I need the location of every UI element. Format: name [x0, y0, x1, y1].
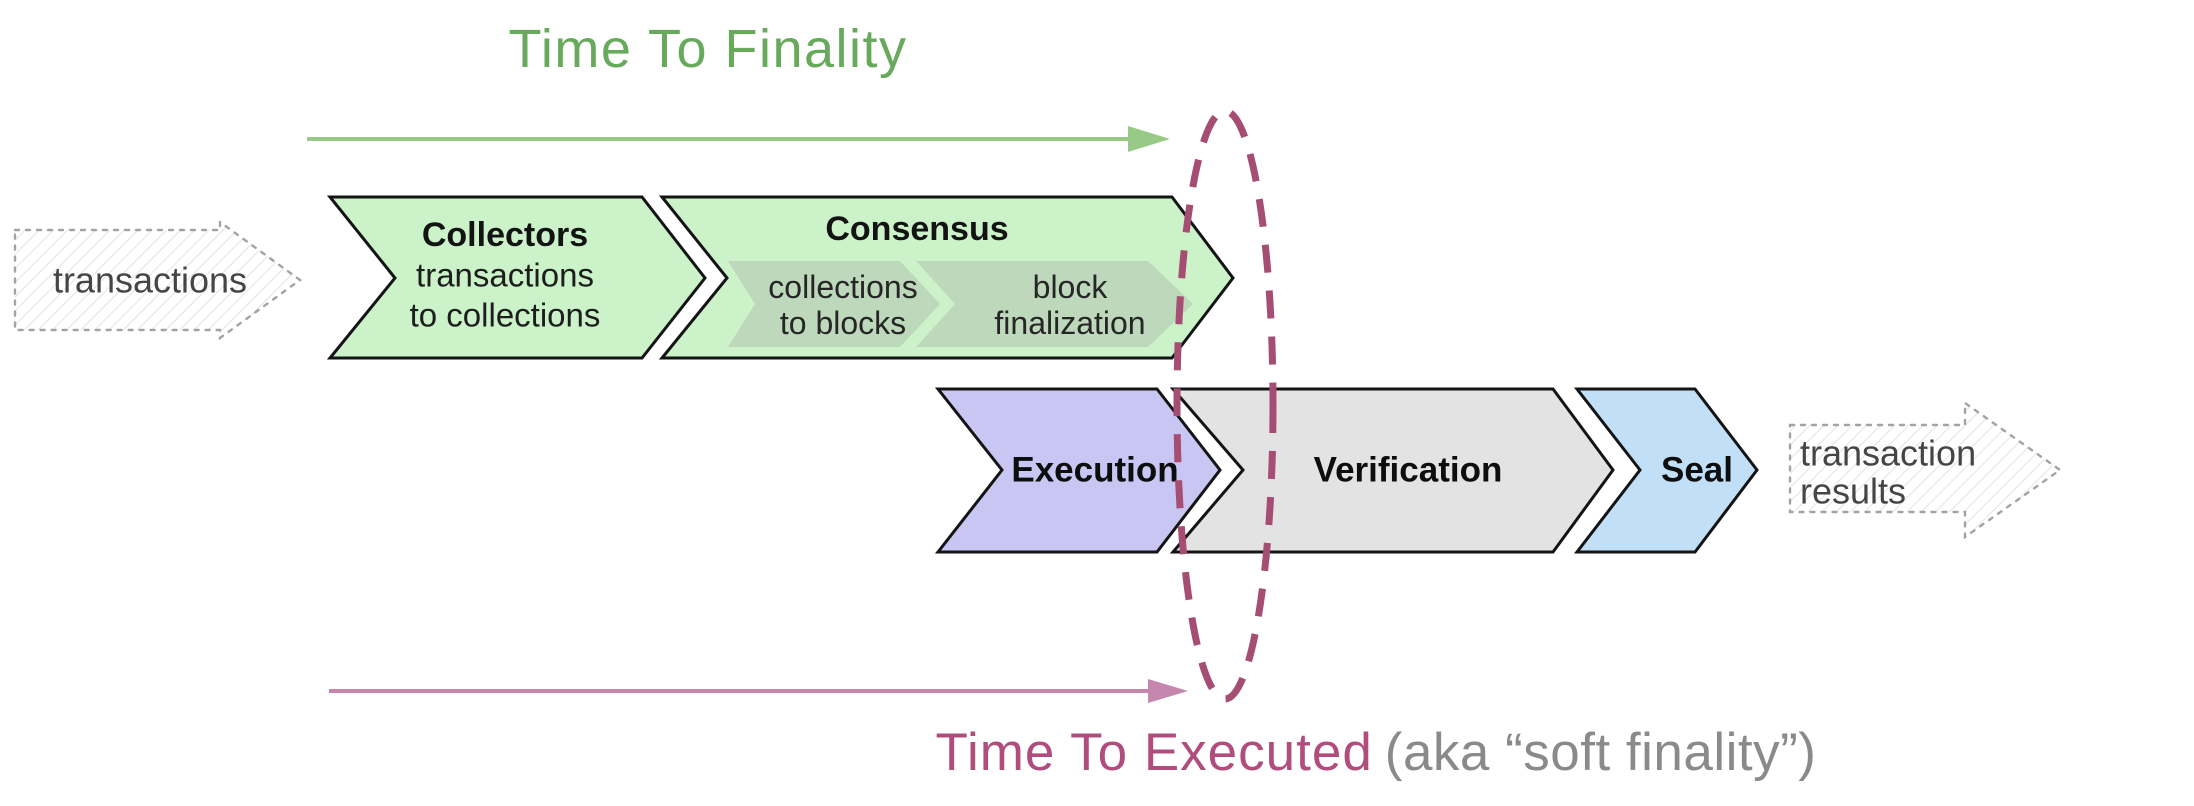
time-to-executed-text: Time To Executed [935, 723, 1373, 782]
verification-shape [1169, 387, 1615, 554]
consensus-title: Consensus [825, 210, 1008, 248]
seal-shape [1573, 387, 1759, 554]
execution-chevron: Execution [934, 387, 1222, 554]
seal-chevron: Seal [1573, 387, 1759, 554]
results-arrow-shape [1788, 400, 2063, 540]
collectors-title: Collectors [422, 216, 588, 254]
time-to-executed-title: Time To Executed(aka “soft finality”) [936, 722, 1817, 783]
substep2-line1: block [1033, 269, 1109, 305]
soft-finality-ellipse [1173, 107, 1277, 703]
transactions-arrow-shape [13, 219, 303, 341]
substep1-line1: collections [768, 269, 917, 305]
transactions-label: transactions [53, 260, 247, 301]
consensus-substep-collections-to-blocks: collections to blocks [728, 261, 940, 347]
input-transactions-arrow: transactions [13, 219, 303, 341]
execution-title: Execution [1011, 451, 1178, 490]
executed-arrowhead-icon [1148, 679, 1188, 703]
finality-arrowhead-icon [1128, 126, 1170, 152]
consensus-substep-block-finalization: block finalization [916, 261, 1193, 347]
collectors-chevron: Collectors transactions to collections [326, 195, 707, 360]
collectors-subtitle-line1: transactions [416, 257, 594, 294]
collectors-shape [326, 195, 707, 360]
execution-shape [934, 387, 1222, 554]
substep2-line2: finalization [994, 305, 1145, 341]
verification-title: Verification [1314, 451, 1503, 490]
seal-title: Seal [1661, 451, 1733, 490]
verification-chevron: Verification [1169, 387, 1615, 554]
finality-arrow [307, 126, 1170, 152]
executed-arrow [329, 679, 1188, 703]
soft-finality-suffix: (aka “soft finality”) [1384, 723, 1817, 782]
time-to-finality-title: Time To Finality [508, 19, 908, 79]
substep1-line2: to blocks [780, 305, 906, 341]
consensus-chevron: Consensus collections to blocks block fi… [658, 195, 1235, 360]
substep2-shape [916, 261, 1193, 347]
collectors-subtitle-line2: to collections [410, 297, 601, 334]
output-results-arrow: transaction results [1788, 400, 2063, 540]
substep1-shape [728, 261, 940, 347]
results-label-line1: transaction [1800, 433, 1976, 474]
results-label-line2: results [1800, 471, 1906, 512]
